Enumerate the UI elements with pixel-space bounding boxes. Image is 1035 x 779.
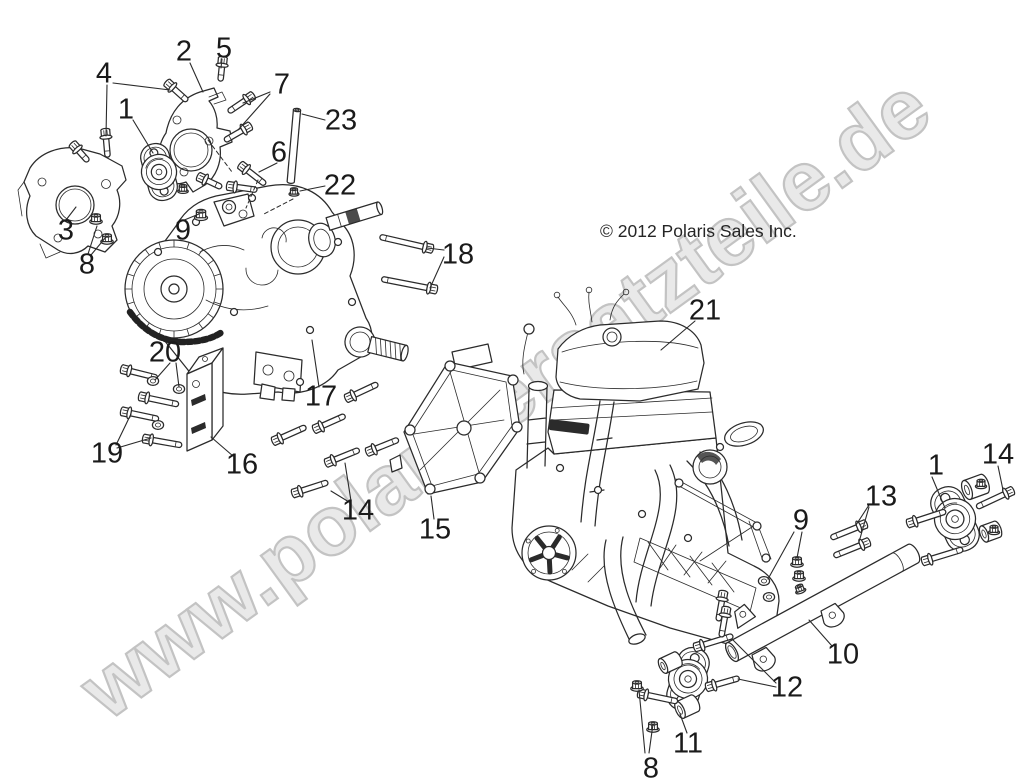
washer-drawing (152, 421, 163, 430)
bolt-drawing (137, 390, 179, 410)
callout-1: 1 (117, 93, 135, 126)
bolt-drawing (270, 421, 308, 447)
callout-11: 11 (672, 727, 704, 760)
callout-3: 3 (57, 214, 75, 247)
bolt-drawing (323, 444, 362, 469)
copyright-notice: © 2012 Polaris Sales Inc. (600, 221, 797, 241)
callout-7: 7 (273, 68, 291, 101)
callout-5: 5 (215, 32, 233, 65)
bolt-drawing (364, 434, 401, 458)
nut-drawing (647, 722, 659, 733)
callout-4: 4 (95, 57, 113, 90)
bolt-drawing (974, 485, 1016, 513)
callout-9: 9 (174, 214, 192, 247)
bolt-drawing (311, 410, 348, 435)
mount-bracket-front-drawing (158, 88, 232, 192)
washer-drawing (763, 593, 774, 602)
callout-22: 22 (323, 169, 357, 202)
nut-drawing (178, 184, 189, 193)
bushing-drawing (673, 693, 702, 719)
nut-drawing (794, 583, 807, 595)
bolt-drawing (162, 77, 191, 105)
bolt-drawing (226, 180, 258, 196)
nut-drawing (988, 525, 999, 534)
tube-tab-drawing (818, 602, 847, 630)
spline-shaft-drawing (342, 324, 411, 369)
output-shaft-drawing (326, 201, 384, 230)
bolt-drawing (343, 378, 381, 404)
transmission-drawing (125, 185, 411, 401)
callout-14: 14 (981, 438, 1015, 471)
bolt-drawing (379, 231, 435, 255)
nut-drawing (101, 234, 113, 245)
washer-drawing (758, 577, 769, 586)
callout-20: 20 (148, 336, 182, 369)
mount-bracket-rear-drawing (18, 148, 126, 258)
callout-1: 1 (927, 449, 945, 482)
bolt-drawing (920, 544, 964, 568)
bolt-drawing (636, 687, 678, 707)
callout-18: 18 (441, 238, 475, 271)
bushing-drawing (287, 108, 301, 184)
bolt-drawing (67, 139, 93, 165)
bolt-drawing (142, 432, 183, 451)
nut-drawing (791, 557, 803, 568)
bolt-drawing (715, 606, 732, 638)
tube-lug-drawing (729, 603, 756, 629)
callout-17: 17 (304, 380, 338, 413)
bolt-drawing (905, 506, 948, 530)
nut-drawing (975, 479, 986, 488)
callout-21: 21 (688, 294, 722, 327)
bolt-drawing (119, 405, 159, 425)
callout-12: 12 (770, 671, 804, 704)
bolt-drawing (195, 171, 224, 193)
callout-13: 13 (864, 480, 898, 513)
bolt-drawing (99, 128, 113, 158)
bolt-drawing (712, 590, 729, 622)
callout-2: 2 (175, 35, 193, 68)
callout-14: 14 (341, 494, 375, 527)
spacer-block-drawing (187, 348, 223, 451)
callout-23: 23 (324, 104, 358, 137)
callout-8: 8 (78, 248, 96, 281)
bolt-drawing (704, 672, 741, 693)
callout-6: 6 (270, 136, 288, 169)
bolt-drawing (214, 56, 229, 82)
bolt-drawing (290, 477, 330, 500)
bolt-drawing (236, 159, 269, 189)
callout-9: 9 (792, 504, 810, 537)
bolt-drawing (222, 120, 255, 146)
engine-drawing (512, 287, 779, 649)
leader-lines (66, 59, 1003, 753)
polaris-badge (548, 419, 590, 435)
callout-10: 10 (826, 638, 860, 671)
callout-15: 15 (418, 513, 452, 546)
bolt-drawing (225, 90, 257, 117)
bolt-drawing (692, 630, 735, 653)
callout-19: 19 (90, 437, 124, 470)
nut-drawing (631, 681, 643, 692)
callout-16: 16 (225, 448, 259, 481)
nut-drawing (793, 571, 805, 582)
callout-8: 8 (642, 752, 660, 779)
nut-drawing (90, 214, 102, 225)
nut-drawing (289, 188, 299, 196)
hardware-drawing (67, 56, 1016, 732)
bolt-drawing (832, 536, 872, 562)
bushing-drawing (656, 650, 684, 674)
bolt-drawing (381, 273, 439, 296)
engine-bracket-drawing (390, 344, 522, 494)
